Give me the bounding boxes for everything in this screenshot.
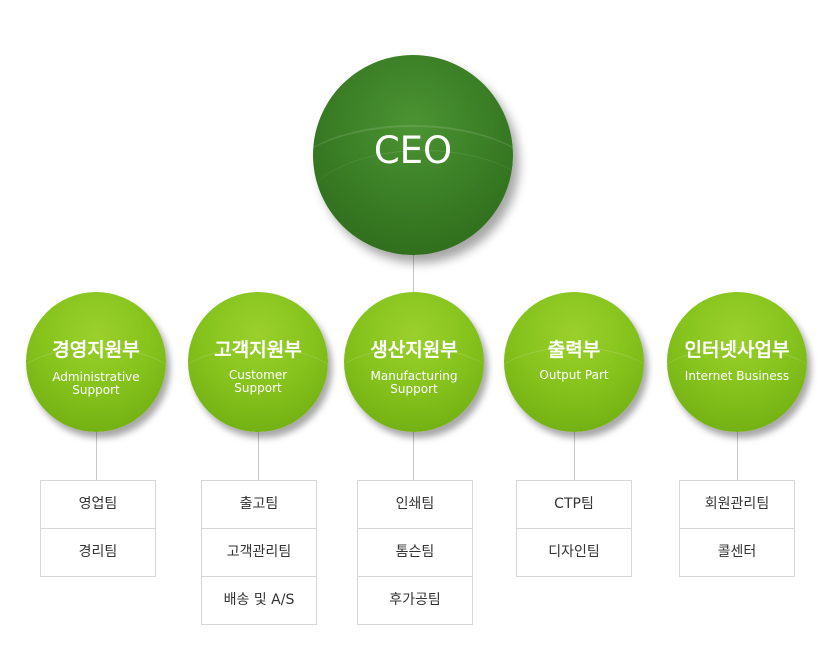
team-list-customer-support: 출고팀 고객관리팀 배송 및 A/S: [201, 480, 317, 625]
dept-output-part: 출력부 Output Part: [504, 292, 644, 432]
dept-subtitle: Manufacturing Support: [370, 369, 458, 396]
dept-subtitle: Output Part: [539, 368, 609, 382]
team-item: 인쇄팀: [395, 496, 435, 512]
ceo-node: CEO: [313, 55, 513, 255]
team-item: CTP팀: [554, 496, 594, 512]
ceo-sheen-2: [313, 150, 513, 255]
dept-sheen: [667, 347, 807, 432]
team-item: 후가공팀: [358, 576, 472, 624]
dept-name: 고객지원부: [214, 339, 302, 361]
team-list-administrative-support: 영업팀 경리팀: [40, 480, 156, 577]
dept-name: 경영지원부: [52, 339, 140, 361]
dept-name: 출력부: [547, 339, 601, 361]
team-list-internet-business: 회원관리팀 콜센터: [679, 480, 795, 577]
dept-customer-support: 고객지원부 Customer Support: [188, 292, 328, 432]
connector-dept-5: [737, 425, 738, 481]
team-item: 회원관리팀: [704, 496, 770, 512]
connector-dept-1: [96, 425, 97, 481]
connector-dept-3: [413, 425, 414, 481]
team-item: 경리팀: [41, 528, 155, 576]
team-item: 콜센터: [680, 528, 794, 576]
dept-administrative-support: 경영지원부 Administrative Support: [26, 292, 166, 432]
team-item: 디자인팀: [517, 528, 631, 576]
connector-dept-2: [258, 425, 259, 481]
team-list-manufacturing-support: 인쇄팀 톰슨팀 후가공팀: [357, 480, 473, 625]
dept-sheen: [188, 347, 328, 432]
dept-internet-business: 인터넷사업부 Internet Business: [667, 292, 807, 432]
dept-subtitle: Internet Business: [684, 369, 790, 383]
dept-subtitle: Customer Support: [228, 368, 288, 395]
dept-name: 인터넷사업부: [684, 339, 790, 361]
dept-sheen: [344, 347, 484, 432]
dept-subtitle: Administrative Support: [52, 370, 140, 397]
team-item: 배송 및 A/S: [202, 576, 316, 624]
dept-name: 생산지원부: [370, 339, 458, 361]
ceo-sheen: [313, 125, 513, 247]
team-item: 영업팀: [78, 496, 118, 512]
team-list-output-part: CTP팀 디자인팀: [516, 480, 632, 577]
connector-dept-4: [574, 425, 575, 481]
dept-sheen: [504, 347, 644, 432]
team-item: 고객관리팀: [202, 528, 316, 576]
dept-sheen: [26, 347, 166, 432]
team-item: 출고팀: [239, 496, 279, 512]
ceo-label: CEO: [373, 129, 453, 172]
dept-manufacturing-support: 생산지원부 Manufacturing Support: [344, 292, 484, 432]
connector-ceo-down: [413, 250, 414, 298]
team-item: 톰슨팀: [358, 528, 472, 576]
